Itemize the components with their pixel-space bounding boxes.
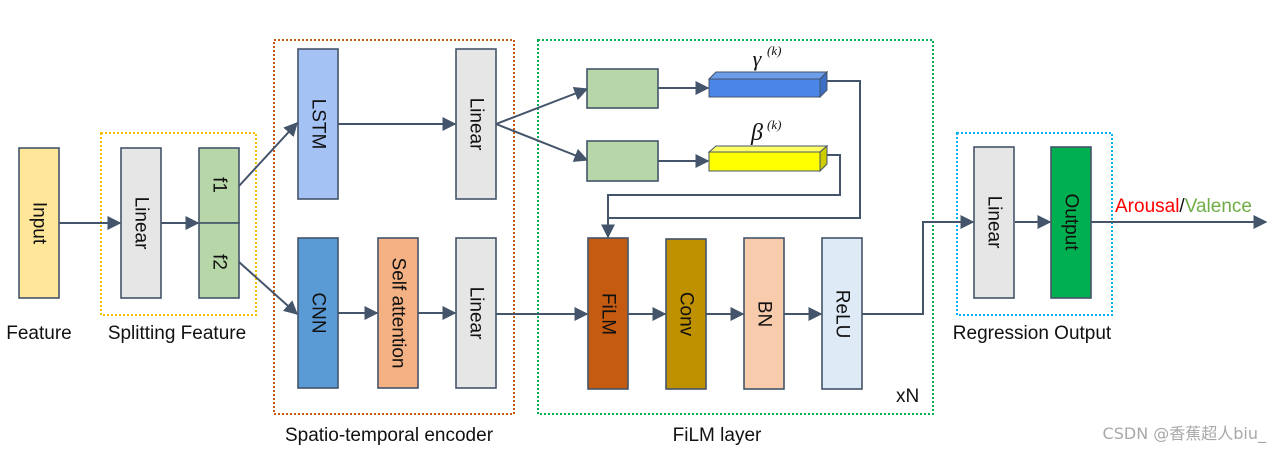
regression-caption: Regression Output <box>953 323 1112 344</box>
cnn-linear-label: Linear <box>466 287 487 340</box>
relu-block: ReLU <box>821 237 863 390</box>
self-attention-label: Self attention <box>388 258 409 369</box>
bn-block: BN <box>743 237 785 390</box>
film-label: FiLM <box>598 293 619 335</box>
f2-label: f2 <box>209 254 230 270</box>
input-block-label: Input <box>29 202 50 245</box>
arousal-label: Arousal <box>1115 196 1179 217</box>
lstm-linear-label: Linear <box>466 98 487 151</box>
arrow-relu-to-regression <box>862 215 975 315</box>
gamma-superscript: (k) <box>767 43 781 58</box>
gamma-feedback-line <box>608 80 861 219</box>
conv-block: Conv <box>665 238 707 390</box>
cnn-block: CNN <box>297 237 339 389</box>
splitting-group-frame <box>100 132 257 316</box>
f2-block: f2 <box>198 222 240 299</box>
bn-label: BN <box>754 301 775 327</box>
arrow-f2-to-cnn <box>238 261 299 315</box>
gamma-fc-block <box>586 68 659 109</box>
split-linear-block: Linear <box>120 147 162 299</box>
self-attention-block: Self attention <box>377 237 419 389</box>
beta-feedback-line <box>601 154 841 239</box>
beta-vector: β (k) <box>707 117 829 173</box>
splitting-caption: Splitting Feature <box>108 323 246 344</box>
film-caption: FiLM layer <box>673 425 762 446</box>
feature-caption: Feature <box>6 323 71 344</box>
split-linear-label: Linear <box>131 197 152 250</box>
lstm-label: LSTM <box>308 99 329 150</box>
beta-superscript: (k) <box>767 117 781 132</box>
arrow-linear-to-beta-fc <box>495 123 589 162</box>
cnn-label: CNN <box>308 292 329 333</box>
encoder-caption: Spatio-temporal encoder <box>285 425 494 446</box>
relu-label: ReLU <box>832 290 853 339</box>
output-block: Output <box>1050 146 1092 299</box>
film-group-frame <box>537 39 934 415</box>
gamma-symbol: γ <box>753 46 763 71</box>
beta-fc-block <box>586 140 659 182</box>
input-block: Input <box>18 147 60 299</box>
f1-block: f1 <box>198 147 240 224</box>
watermark: CSDN @香蕉超人biu_ <box>1103 424 1267 444</box>
lstm-block: LSTM <box>297 48 339 200</box>
cnn-linear-block: Linear <box>455 237 497 389</box>
arrow-f1-to-lstm <box>238 121 298 187</box>
repeat-label: xN <box>896 386 919 407</box>
arrow-linear-to-gamma-fc <box>495 86 589 125</box>
lstm-linear-block: Linear <box>455 48 497 200</box>
gamma-vector: γ (k) <box>707 43 829 99</box>
film-block: FiLM <box>587 237 629 390</box>
valence-label: Valence <box>1185 196 1252 217</box>
output-target-label: Arousal/Valence <box>1115 196 1252 217</box>
reg-linear-label: Linear <box>984 196 1005 249</box>
beta-symbol: β <box>750 120 763 146</box>
encoder-group-frame <box>273 39 515 415</box>
reg-linear-block: Linear <box>973 146 1015 299</box>
output-label: Output <box>1061 193 1082 251</box>
regression-group-frame <box>956 132 1113 316</box>
output-separator: / <box>1179 196 1185 217</box>
f1-label: f1 <box>209 177 230 193</box>
conv-label: Conv <box>676 292 697 337</box>
